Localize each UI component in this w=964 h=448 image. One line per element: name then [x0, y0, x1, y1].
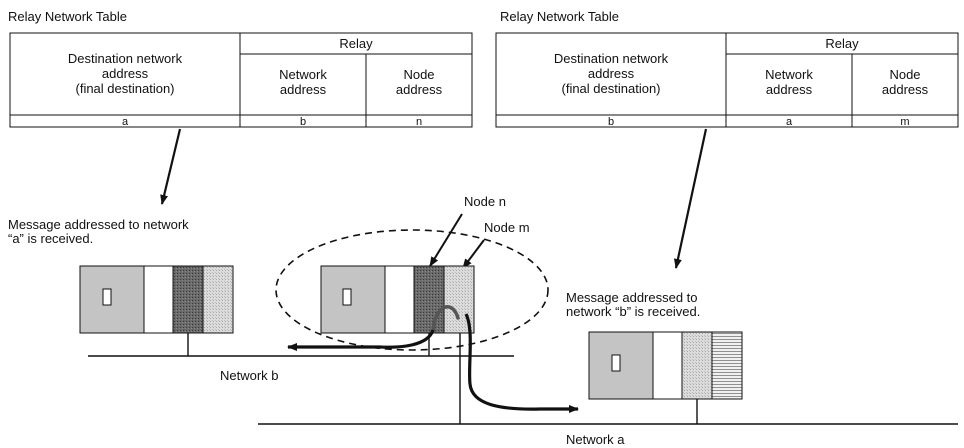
relay-internal-bridge — [431, 305, 460, 334]
relay-plc — [320, 265, 475, 424]
route-to-network-b-arrow — [287, 329, 435, 351]
left-dest-header-line3: (final destination) — [76, 81, 175, 96]
left-table-pointer-arrow — [160, 128, 182, 205]
relay-node-highlight-ellipse — [275, 229, 549, 351]
right-dest-header-line3: (final destination) — [562, 81, 661, 96]
right-net-addr-header-line1: Network — [765, 67, 813, 82]
msg-b-label-line2: network “b” is received. — [566, 304, 700, 319]
left-row-node: n — [416, 116, 422, 128]
right-row-node: m — [900, 116, 909, 128]
right-net-addr-header-line2: address — [766, 82, 813, 97]
right-plc-indicator-icon — [611, 354, 621, 372]
left-relay-header: Relay — [339, 36, 373, 51]
right-plc-blank-unit — [652, 331, 683, 400]
left-row-net: b — [300, 116, 306, 128]
right-dest-header-line1: Destination network — [554, 51, 669, 66]
left-node-addr-header-line2: address — [396, 82, 443, 97]
route-to-network-a-arrow — [464, 313, 579, 413]
relay-plc-node-n-unit — [413, 265, 445, 334]
msg-b-label-line1: Message addressed to — [566, 290, 698, 305]
left-node-addr-header-line1: Node — [403, 67, 434, 82]
left-plc-comm-unit — [172, 265, 204, 334]
relay-plc-indicator-icon — [342, 288, 352, 306]
right-node-addr-header-line2: address — [882, 82, 929, 97]
left-row-dest: a — [122, 116, 129, 128]
left-table-caption: Relay Network Table — [8, 9, 127, 24]
left-net-addr-header-line1: Network — [279, 67, 327, 82]
left-plc-indicator-icon — [102, 288, 112, 306]
right-table-pointer-arrow — [673, 128, 708, 269]
left-net-addr-header-line2: address — [280, 82, 327, 97]
left-plc-blank-unit — [143, 265, 174, 334]
right-plc-extra-unit — [711, 331, 743, 400]
msg-a-label-line1: Message addressed to network — [8, 217, 189, 232]
right-plc-comm-unit — [681, 331, 713, 400]
left-plc-extra-unit — [202, 265, 234, 334]
relay-plc-blank-unit — [384, 265, 415, 334]
node-n-label: Node n — [464, 194, 506, 209]
right-plc — [588, 331, 743, 424]
right-row-dest: b — [608, 116, 614, 128]
right-table-caption: Relay Network Table — [500, 9, 619, 24]
right-relay-header: Relay — [825, 36, 859, 51]
left-dest-header-line1: Destination network — [68, 51, 183, 66]
relay-plc-cpu-unit — [320, 265, 386, 334]
right-plc-cpu-unit — [588, 331, 654, 400]
right-row-net: a — [786, 116, 793, 128]
network-a-label: Network a — [566, 432, 625, 447]
network-b-label: Network b — [220, 368, 279, 383]
right-dest-header-line2: address — [588, 66, 635, 81]
right-node-addr-header-line1: Node — [889, 67, 920, 82]
left-plc — [79, 265, 234, 356]
node-n-pointer-arrow — [429, 213, 463, 267]
left-relay-table: Relay Network Table Destination network … — [8, 9, 473, 128]
node-m-pointer-arrow — [462, 239, 485, 269]
left-dest-header-line2: address — [102, 66, 149, 81]
msg-a-label-line2: “a” is received. — [8, 231, 93, 246]
right-relay-table: Relay Network Table Destination network … — [495, 9, 959, 128]
left-plc-cpu-unit — [79, 265, 145, 334]
node-m-label: Node m — [484, 220, 530, 235]
